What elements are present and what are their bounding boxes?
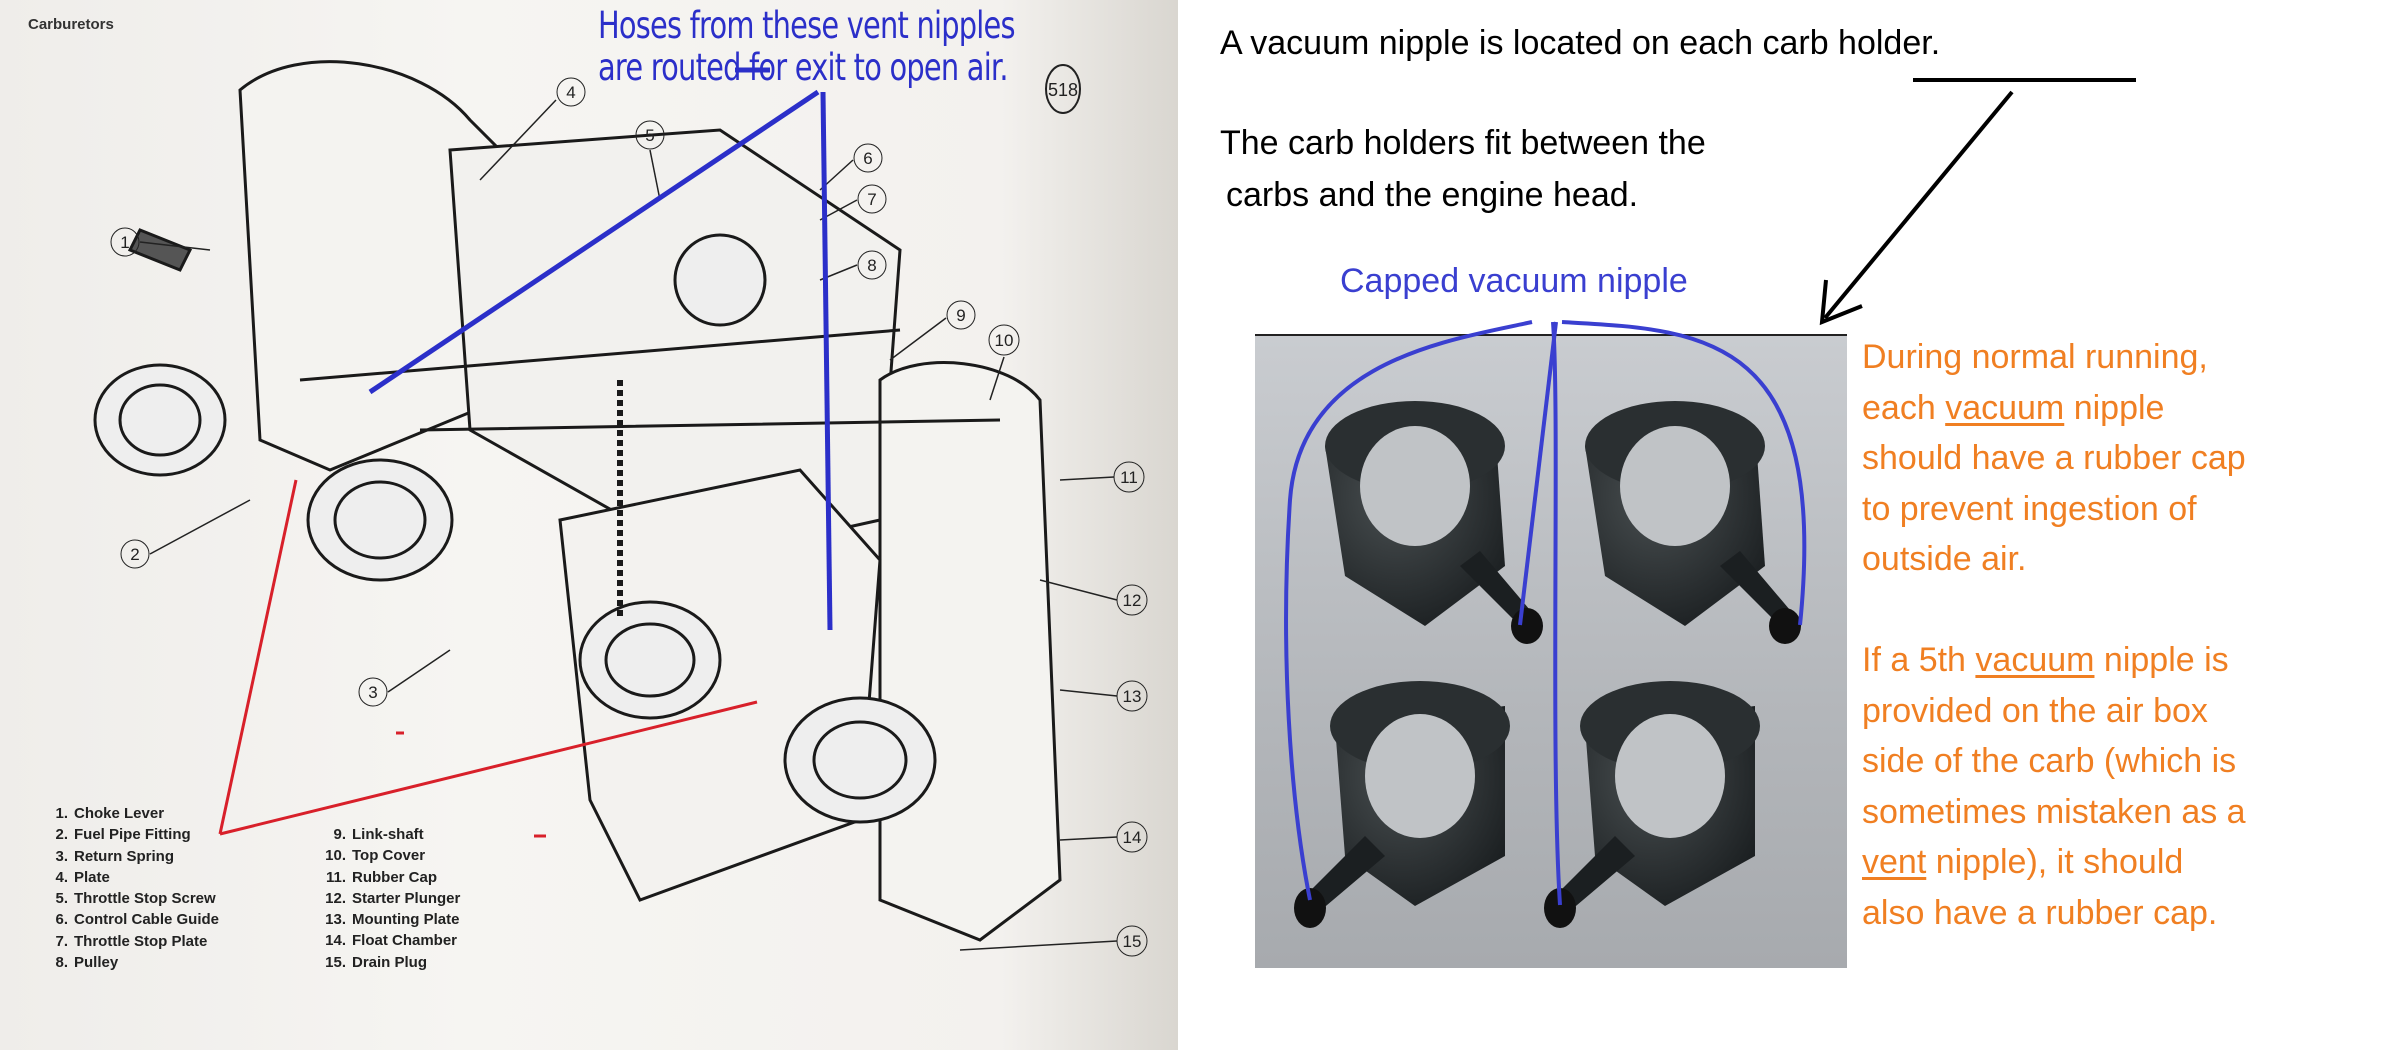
- svg-text:8: 8: [867, 256, 876, 275]
- callout-15: 15: [1116, 925, 1148, 957]
- legend-item: 1.Choke Lever: [55, 805, 165, 822]
- callout-2: 2: [120, 539, 150, 569]
- parts-legend-col-2: 9.Link-shaft 10.Top Cover 11.Rubber Cap …: [322, 824, 460, 973]
- holder-fit-note-line-1: The carb holders fit between the: [1220, 124, 1706, 162]
- svg-text:10: 10: [995, 331, 1014, 350]
- legend-item: 9.Link-shaft: [333, 826, 424, 843]
- section-title: Carburetors: [28, 16, 114, 33]
- callout-5: 5: [635, 120, 665, 150]
- svg-text:3: 3: [368, 683, 377, 702]
- carburetor-exploded-diagram: 1 2 3 4 5 6 7 8 9 10 11 12 13 14 15 518: [93, 60, 1148, 957]
- carb-holder: [1585, 401, 1801, 644]
- svg-text:6: 6: [863, 149, 872, 168]
- carb-holder: [1325, 401, 1543, 644]
- svg-text:12: 12: [1123, 591, 1142, 610]
- callout-9: 9: [946, 300, 976, 330]
- callout-13: 13: [1116, 680, 1148, 712]
- fuel-fitting-pointer-lines: [218, 479, 758, 838]
- callout-12: 12: [1116, 584, 1148, 616]
- legend-item: 7.Throttle Stop Plate: [55, 932, 208, 950]
- carb-holder-photo-art: [1294, 401, 1801, 928]
- page-number-badge: 518: [1045, 64, 1081, 114]
- legend-item: 12.Starter Plunger: [325, 889, 461, 907]
- capped-nipple-pointer-lines: [1284, 320, 1807, 906]
- legend-item: 8.Pulley: [55, 954, 119, 972]
- callout-14: 14: [1116, 821, 1148, 853]
- svg-text:5: 5: [645, 126, 654, 145]
- legend-item: 13.Mounting Plate: [325, 911, 460, 929]
- callout-3: 3: [358, 677, 388, 707]
- carb-holder: [1544, 681, 1760, 928]
- carb-holder-note: A vacuum nipple is located on each carb …: [1220, 24, 1941, 62]
- svg-text:518: 518: [1048, 80, 1078, 100]
- svg-text:11: 11: [1120, 468, 1138, 487]
- svg-text:15: 15: [1123, 932, 1142, 951]
- callout-11: 11: [1113, 461, 1145, 493]
- legend-item: 11.Rubber Cap: [325, 868, 438, 886]
- callout-6: 6: [853, 143, 883, 173]
- parts-legend-col-1: 1.Choke Lever 2.Fuel Pipe Fitting 3.Retu…: [44, 803, 219, 973]
- legend-item: 4.Plate: [55, 868, 110, 886]
- svg-text:1: 1: [120, 233, 129, 252]
- legend-item: 6.Control Cable Guide: [55, 911, 220, 929]
- callout-7: 7: [857, 184, 887, 214]
- legend-item: 14.Float Chamber: [325, 932, 458, 950]
- svg-text:9: 9: [956, 306, 965, 325]
- arrow-to-photo: [1819, 90, 2014, 326]
- carb-holders-photo: [1255, 334, 1847, 968]
- legend-item: 15.Drain Plug: [325, 953, 428, 971]
- svg-text:4: 4: [566, 83, 575, 102]
- svg-text:13: 13: [1123, 687, 1142, 706]
- vent-note-line-1: Hoses from these vent nipples: [598, 4, 1016, 47]
- callout-4: 4: [556, 77, 586, 107]
- capped-nipple-caption: Capped vacuum nipple: [1340, 262, 1688, 300]
- vent-nipple-pointer-lines: [368, 67, 833, 631]
- carb-holder: [1294, 681, 1510, 928]
- legend-item: 2.Fuel Pipe Fitting: [55, 826, 191, 844]
- callout-8: 8: [857, 250, 887, 280]
- legend-item: 5.Throttle Stop Screw: [55, 890, 216, 908]
- legend-item: 10.Top Cover: [325, 847, 426, 865]
- vent-note-line-2: are routed for exit to open air.: [598, 46, 1009, 89]
- svg-text:14: 14: [1123, 828, 1142, 847]
- callout-1: 1: [110, 227, 140, 257]
- legend-item: 3.Return Spring: [55, 847, 174, 865]
- svg-text:7: 7: [867, 190, 876, 209]
- holder-fit-note-line-2: carbs and the engine head.: [1226, 176, 1639, 214]
- callout-10: 10: [988, 324, 1020, 356]
- svg-text:2: 2: [130, 545, 139, 564]
- callout-numbers: 1 2 3 4 5 6 7 8 9 10 11 12 13 14 15 518: [110, 64, 1148, 957]
- orange-explanation: During normal running, each vacuum nippl…: [1862, 338, 2246, 932]
